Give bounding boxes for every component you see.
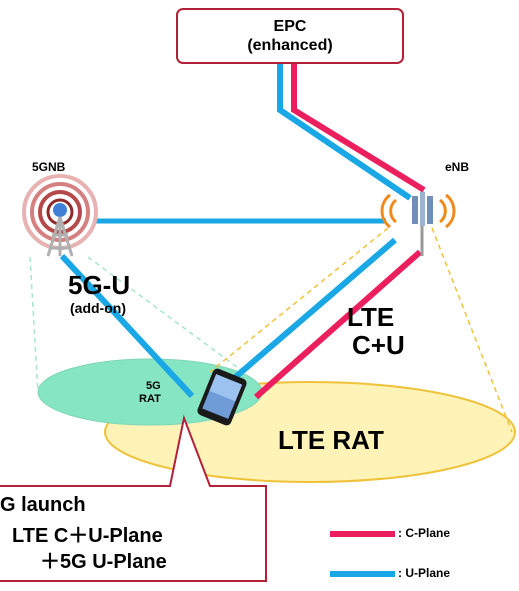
enb-label: eNB [445, 160, 470, 174]
enb-ue-c-plane [254, 249, 422, 400]
enb-antenna-icon [380, 192, 456, 256]
gnb-ue-u-plane [59, 253, 195, 399]
epc-title: EPC [273, 18, 307, 35]
lte-label: LTE [347, 302, 395, 332]
callout-line1: G launch [0, 494, 86, 516]
five-g-rat-label-line1: 5G [146, 380, 161, 392]
five-g-u-label: 5G-U [68, 270, 131, 300]
epc-enb-links [277, 64, 426, 201]
coverage-dashed-lines [29, 227, 513, 433]
gnb-label: 5GNB [32, 160, 66, 174]
enb-ue-u-plane [230, 237, 397, 383]
smartphone-icon [197, 368, 247, 426]
five-g-rat-label-line2: RAT [139, 393, 161, 405]
lte-rat-label: LTE RAT [278, 425, 384, 455]
callout-line2: LTE C＋U-Plane [12, 525, 163, 547]
5g-base-station-icon [22, 174, 98, 257]
callout-line3: ＋5G U-Plane [40, 551, 167, 573]
add-on-label: (add-on) [70, 300, 126, 316]
legend-c-plane-label: : C-Plane [398, 526, 451, 540]
epc-node: EPC (enhanced) [176, 8, 404, 64]
epc-subtitle: (enhanced) [247, 37, 333, 54]
legend-u-plane-label: : U-Plane [398, 566, 451, 580]
callout-box [0, 414, 267, 582]
c-plus-u-label: C+U [352, 330, 405, 360]
